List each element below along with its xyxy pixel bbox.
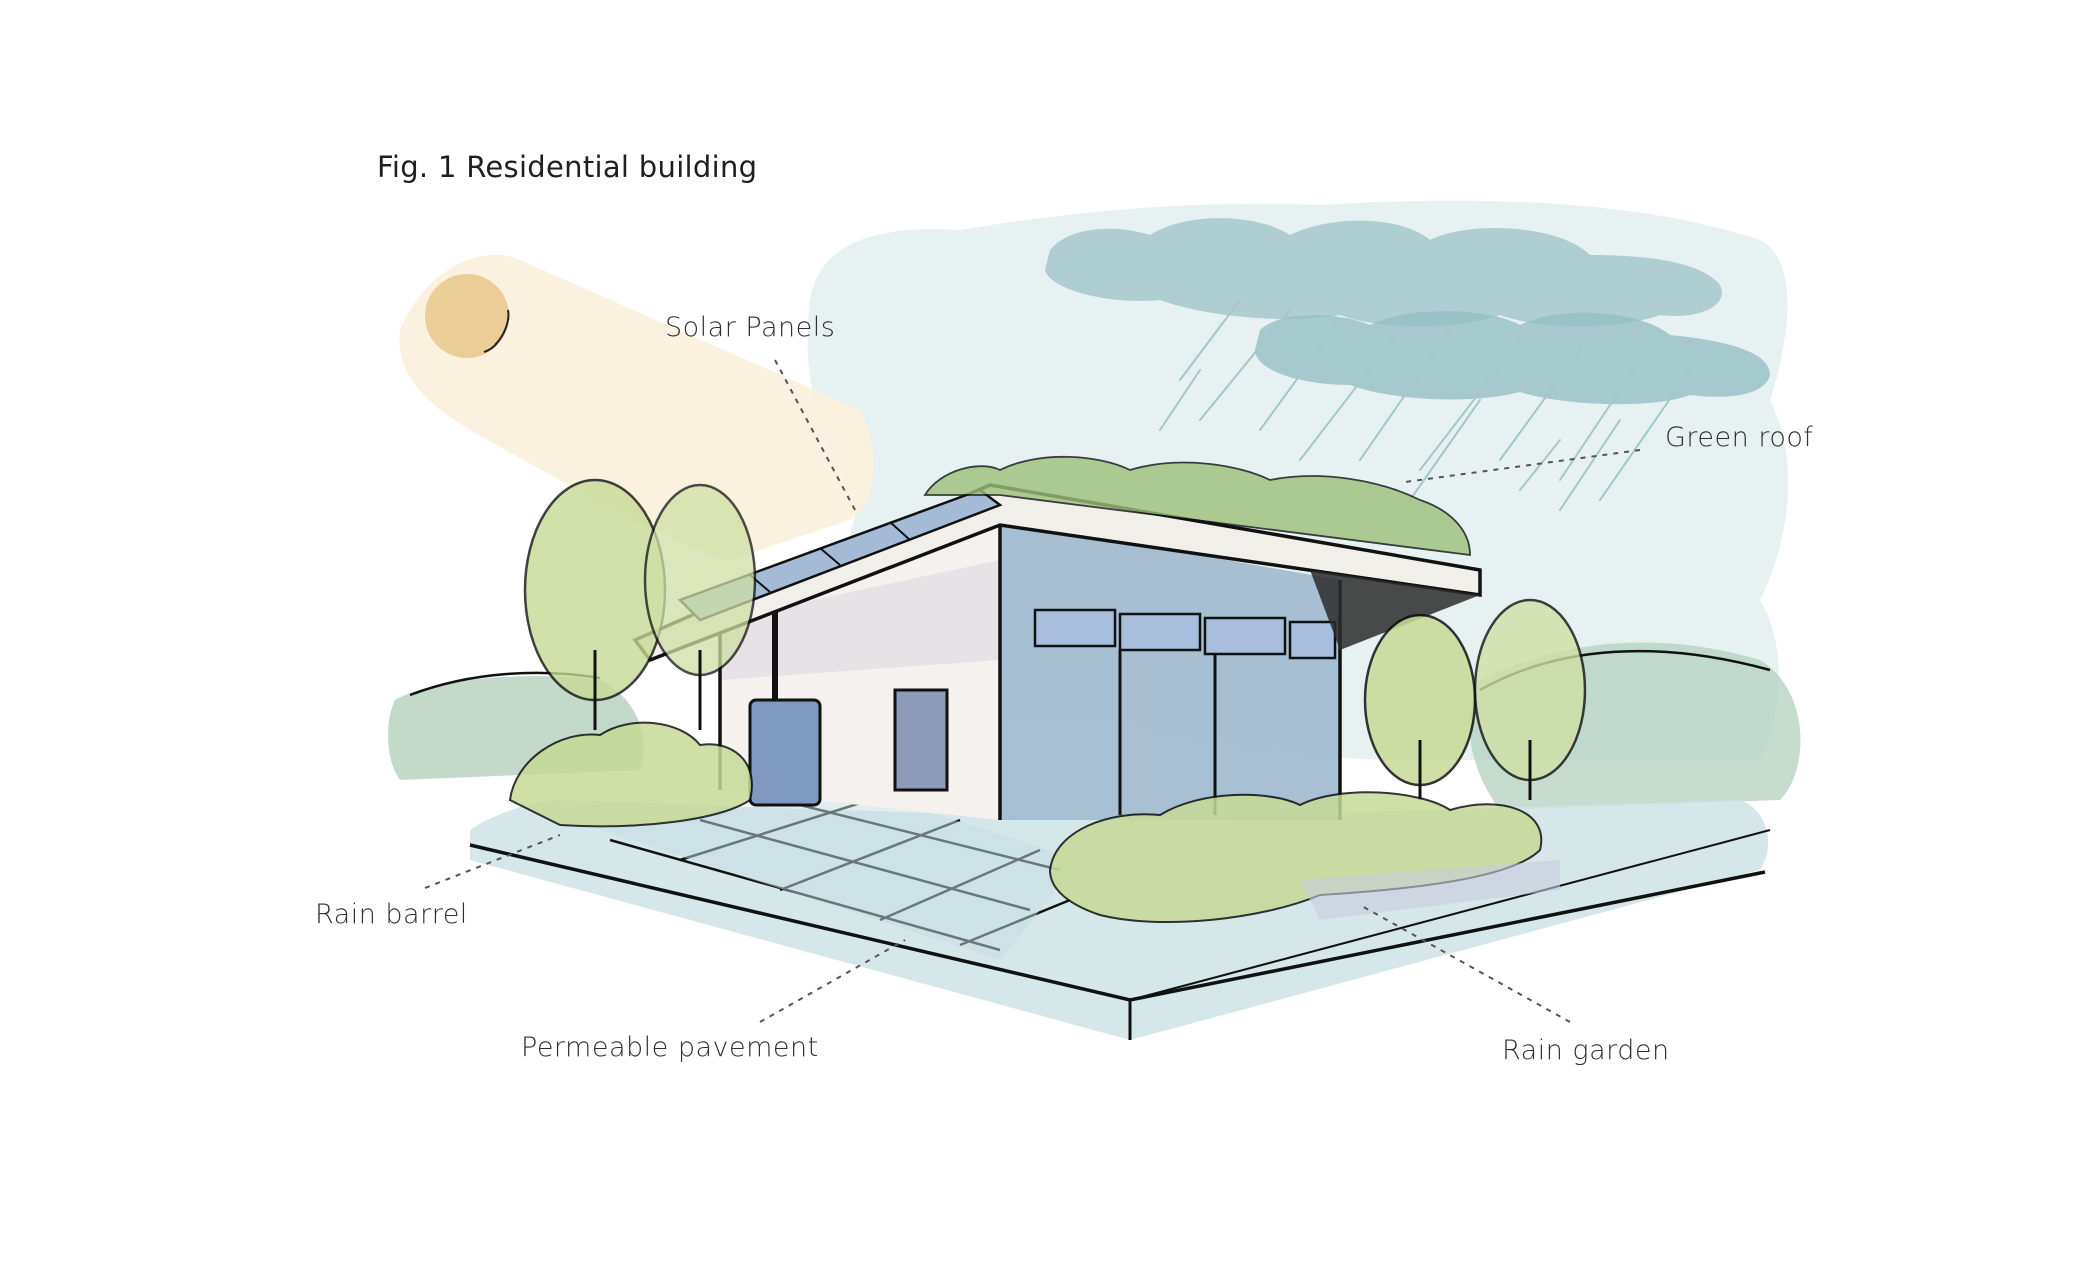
label-rain-garden: Rain garden bbox=[1502, 1035, 1670, 1066]
sun bbox=[425, 274, 509, 358]
label-solar-panels: Solar Panels bbox=[665, 312, 835, 343]
rain-barrel bbox=[750, 700, 820, 805]
label-rain-barrel: Rain barrel bbox=[315, 899, 468, 930]
label-green-roof: Green roof bbox=[1665, 422, 1813, 453]
door bbox=[895, 690, 947, 790]
label-permeable-pavement: Permeable pavement bbox=[521, 1032, 819, 1063]
figure-title: Fig. 1 Residential building bbox=[377, 150, 757, 184]
